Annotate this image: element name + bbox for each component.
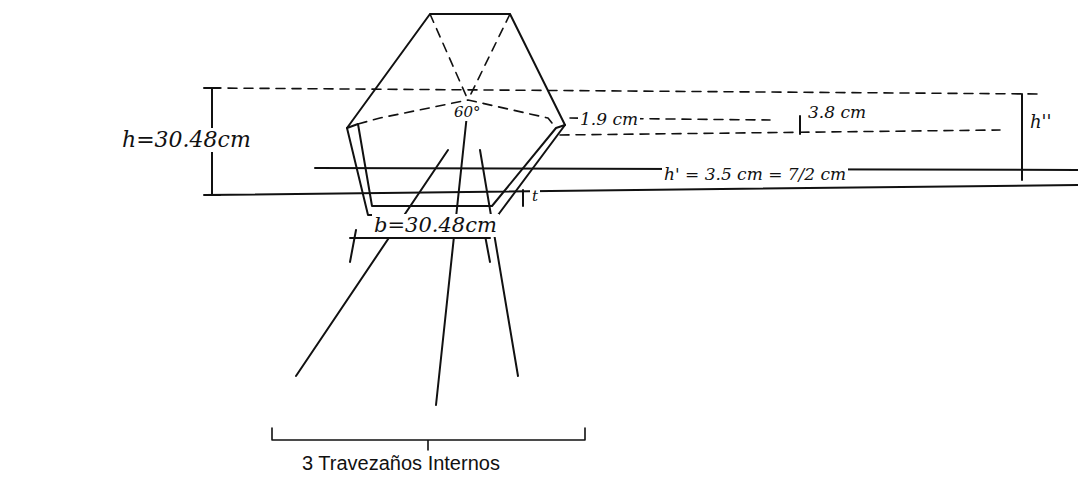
height-symbol: h'' — [1028, 112, 1054, 132]
base-dimension: b=30.48cm — [372, 214, 499, 237]
height-dimension: h=30.48cm — [120, 128, 253, 152]
thickness-dimension: 1.9 cm — [578, 110, 640, 129]
thickness-symbol: t — [530, 188, 540, 205]
offset-dimension: 3.8 cm — [806, 103, 868, 122]
base-height-dimension: h' = 3.5 cm = 7/2 cm — [662, 165, 848, 184]
caption-note: 3 Travezaños Internos — [300, 452, 502, 474]
angle-label: 60° — [452, 104, 483, 121]
